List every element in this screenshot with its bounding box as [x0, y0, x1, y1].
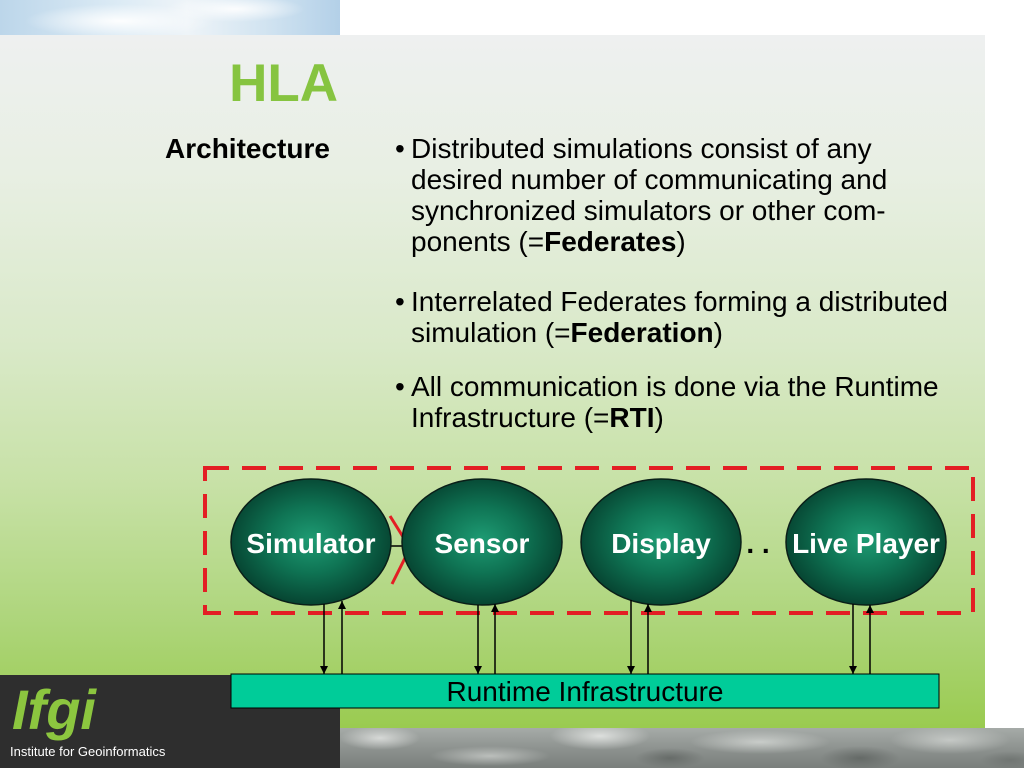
federate-node-sensor: Sensor [401, 478, 563, 606]
bullet-term: Federation [570, 317, 714, 348]
bullet-text: Distributed simulations consist of any [411, 133, 872, 164]
more-federates-ellipsis: . . [746, 528, 769, 559]
bullet-text: All communication is done via the Runtim… [411, 371, 939, 402]
footer-texture-image [340, 728, 1024, 768]
bullet-line: simulation (=Federation) [395, 317, 948, 348]
rti-box [230, 673, 940, 709]
federate-node-display: Display [580, 478, 742, 606]
section-heading: Architecture [165, 133, 330, 164]
slide-background [0, 35, 985, 728]
bullet-line: •Distributed simulations consist of any [395, 133, 887, 164]
ifgi-logo: Ifgi [12, 678, 96, 741]
federate-ellipse [401, 478, 563, 606]
bullet-line: ponents (=Federates) [395, 226, 887, 257]
bullet-term: RTI [609, 402, 655, 433]
bullet-text: desired number of communicating and [411, 164, 888, 195]
runtime-infrastructure-bar: Runtime Infrastructure [230, 673, 940, 709]
federate-label: Display [611, 528, 711, 559]
bullet-line: Infrastructure (=RTI) [395, 402, 939, 433]
bullet-line: •Interrelated Federates forming a distri… [395, 286, 948, 317]
header-sky-image [0, 0, 340, 35]
federate-node-simulator: Simulator [230, 478, 392, 606]
rti-label: Runtime Infrastructure [447, 676, 724, 707]
bullet-line: •All communication is done via the Runti… [395, 371, 939, 402]
bullet-text: ) [676, 226, 686, 257]
bullet-text: Interrelated Federates forming a distrib… [411, 286, 948, 317]
bullet-text: ) [654, 402, 664, 433]
bullet-text: Infrastructure (= [411, 402, 610, 433]
bullet-text: ponents (= [411, 226, 545, 257]
federate-ellipse [580, 478, 742, 606]
federate-label: Sensor [435, 528, 530, 559]
federate-node-live-player: Live Player [785, 478, 947, 606]
bullet-federation: •Interrelated Federates forming a distri… [395, 286, 948, 348]
federate-label: Simulator [246, 528, 375, 559]
bullet-line: desired number of communicating and [395, 164, 887, 195]
bullet-marker: • [395, 133, 405, 164]
slide-title: HLA [229, 54, 338, 113]
rti-connections [320, 600, 874, 674]
bullet-text: simulation (= [411, 317, 571, 348]
bullet-federates: •Distributed simulations consist of any … [395, 133, 887, 257]
bullet-marker: • [395, 286, 405, 317]
federation-boundary [203, 466, 975, 615]
bullet-line: synchronized simulators or other com- [395, 195, 887, 226]
bullet-text: synchronized simulators or other com- [411, 195, 886, 226]
federate-label: Live Player [792, 528, 940, 559]
bullet-term: Federates [544, 226, 677, 257]
bullet-text: ) [713, 317, 723, 348]
federate-ellipse [230, 478, 392, 606]
institute-name: Institute for Geoinformatics [10, 744, 166, 759]
bullet-marker: • [395, 371, 405, 402]
bullet-rti: •All communication is done via the Runti… [395, 371, 939, 433]
